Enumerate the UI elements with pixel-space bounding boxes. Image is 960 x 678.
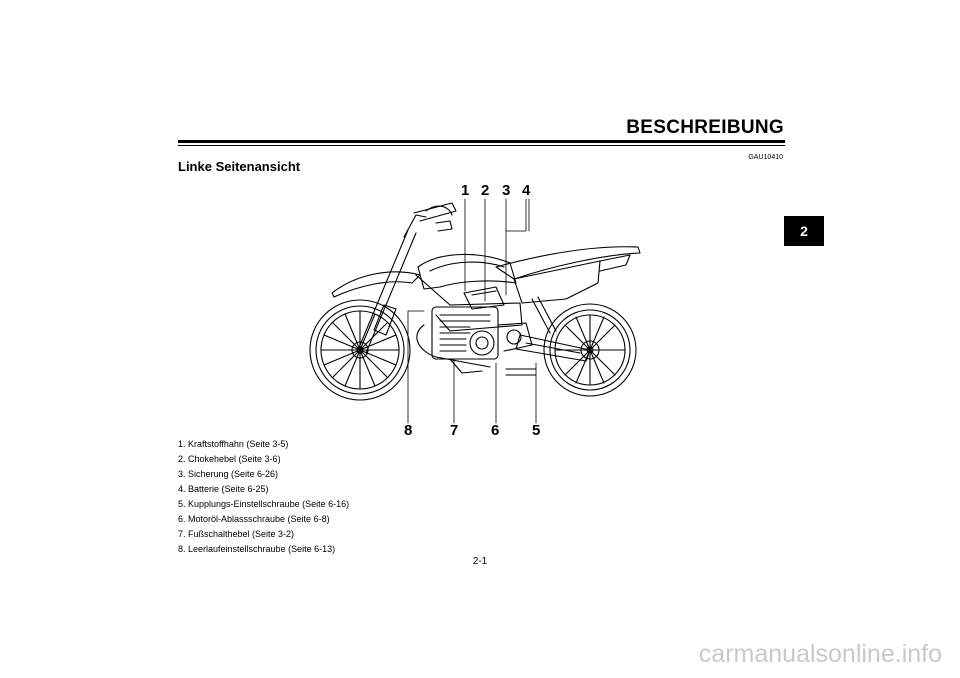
callout-4: 4 [522,182,531,199]
section-title: Linke Seitenansicht [178,159,301,174]
legend-item: 8. Leerlaufeinstellschraube (Seite 6-13) [178,544,336,554]
legend-item: 3. Sicherung (Seite 6-26) [178,469,279,479]
callout-6: 6 [491,422,499,435]
callout-8: 8 [404,422,412,435]
legend-item: 4. Batterie (Seite 6-25) [178,484,269,494]
front-wheel-icon [309,299,411,401]
parts-legend: 1. Kraftstoffhahn (Seite 3-5) 2. Chokehe… [178,437,349,557]
shift-lever-icon [449,358,483,374]
callout-2: 2 [481,182,489,199]
reference-code: GAU10410 [748,154,783,161]
side-cover-icon [513,260,601,304]
callout-3: 3 [502,182,510,199]
header-rule-thick [178,140,785,143]
rear-shock-icon [531,296,557,334]
motorcycle-illustration: 1 2 3 4 8 7 6 5 [309,182,641,435]
callout-7: 7 [450,422,458,435]
front-fender-icon [331,271,421,298]
fuel-tank-icon [417,253,517,290]
frame-icon [415,274,523,332]
watermark: carmanualsonline.info [698,640,942,668]
legend-item: 7. Fußschalthebel (Seite 3-2) [178,529,295,539]
swingarm-icon [515,334,591,362]
legend-item: 2. Chokehebel (Seite 3-6) [178,454,281,464]
legend-item: 6. Motoröl-Ablassschraube (Seite 6-8) [178,514,330,524]
callout-1: 1 [461,182,469,199]
header-rule-thin [178,145,785,146]
legend-item: 1. Kraftstoffhahn (Seite 3-5) [178,439,289,449]
page-title: BESCHREIBUNG [626,117,784,138]
engine-icon [431,306,533,360]
exhaust-icon [416,324,491,368]
chapter-tab: 2 [784,216,824,246]
legend-item: 5. Kupplungs-Einstellschraube (Seite 6-1… [178,499,350,509]
callout-5: 5 [532,422,540,435]
seat-icon [495,246,641,280]
page-number: 2-1 [472,556,488,567]
front-fork-icon [357,202,457,354]
